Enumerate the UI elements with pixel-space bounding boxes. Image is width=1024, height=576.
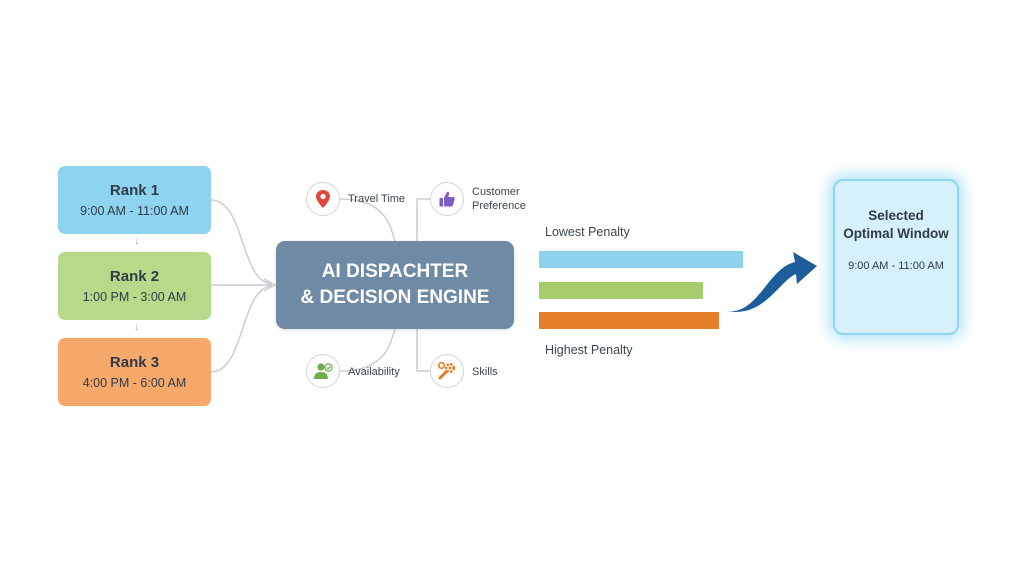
factor-customer-preference-line-1: Customer	[472, 186, 520, 198]
connector-rank-3	[210, 285, 273, 373]
selected-title: Selected Optimal Window	[843, 207, 949, 243]
rank-3-card: Rank 3 4:00 PM - 6:00 AM	[58, 338, 211, 406]
wrench-gear-icon	[430, 354, 464, 388]
highest-penalty-label: Highest Penalty	[545, 343, 633, 357]
penalty-bar-low	[539, 251, 743, 268]
connector-travel-time	[339, 198, 396, 242]
factor-skills-label: Skills	[472, 366, 498, 378]
rank-3-time: 4:00 PM - 6:00 AM	[82, 376, 187, 390]
factor-customer-preference-label: Customer Preference	[472, 185, 526, 213]
selected-title-line-2: Optimal Window	[843, 226, 949, 241]
rank-2-time: 1:00 PM - 3:00 AM	[82, 290, 187, 304]
rank-2-title: Rank 2	[109, 268, 160, 285]
map-pin-icon	[306, 182, 340, 216]
connector-availability	[339, 328, 396, 372]
rank-3-title: Rank 3	[109, 354, 160, 371]
connector-rank-1	[210, 199, 273, 285]
thumbs-up-icon	[430, 182, 464, 216]
selected-title-line-1: Selected	[868, 208, 924, 223]
rank-1-card: Rank 1 9:00 AM - 11:00 AM	[58, 166, 211, 234]
rank-2-card: Rank 2 1:00 PM - 3:00 AM	[58, 252, 211, 320]
factor-travel-time-label: Travel Time	[348, 193, 406, 205]
rank-1-title: Rank 1	[109, 182, 160, 199]
curved-arrow-icon	[727, 252, 817, 312]
factor-customer-preference-line-2: Preference	[472, 200, 526, 212]
selected-time: 9:00 AM - 11:00 AM	[848, 260, 944, 272]
lowest-penalty-label: Lowest Penalty	[545, 225, 630, 239]
factor-availability-label: Availability	[348, 366, 400, 378]
connector-customer-preference	[416, 198, 430, 241]
down-arrow-icon: ↓	[134, 236, 139, 247]
penalty-bar-mid	[539, 282, 703, 299]
connector-arrowhead	[263, 278, 277, 292]
user-check-icon	[306, 354, 340, 388]
decision-engine-box: AI DISPACHTER & DECISION ENGINE	[276, 241, 514, 329]
engine-title-line-2: & DECISION ENGINE	[300, 287, 490, 308]
rank-1-time: 9:00 AM - 11:00 AM	[80, 204, 189, 218]
penalty-bar-high	[539, 312, 719, 329]
connector-skills	[416, 329, 430, 372]
down-arrow-icon: ↓	[134, 322, 139, 333]
engine-title-line-1: AI DISPACHTER	[321, 261, 469, 282]
selected-window-card: Selected Optimal Window 9:00 AM - 11:00 …	[833, 179, 959, 335]
